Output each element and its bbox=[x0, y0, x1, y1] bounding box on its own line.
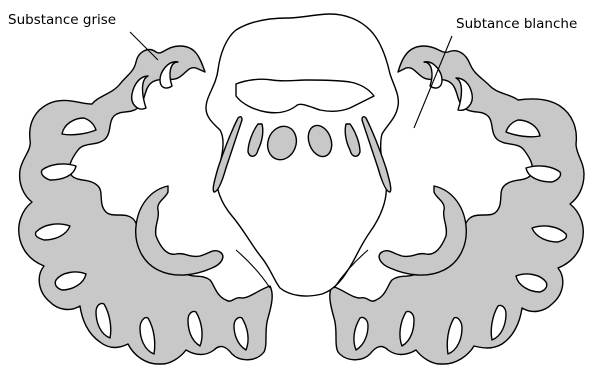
right-inner-grey-nucleus bbox=[379, 186, 466, 275]
grey-matter-label: Substance grise bbox=[8, 14, 116, 28]
white-matter-label: Subtance blanche bbox=[456, 18, 577, 32]
brainstem-outline bbox=[206, 14, 398, 296]
left-inner-grey-nucleus bbox=[136, 186, 223, 275]
